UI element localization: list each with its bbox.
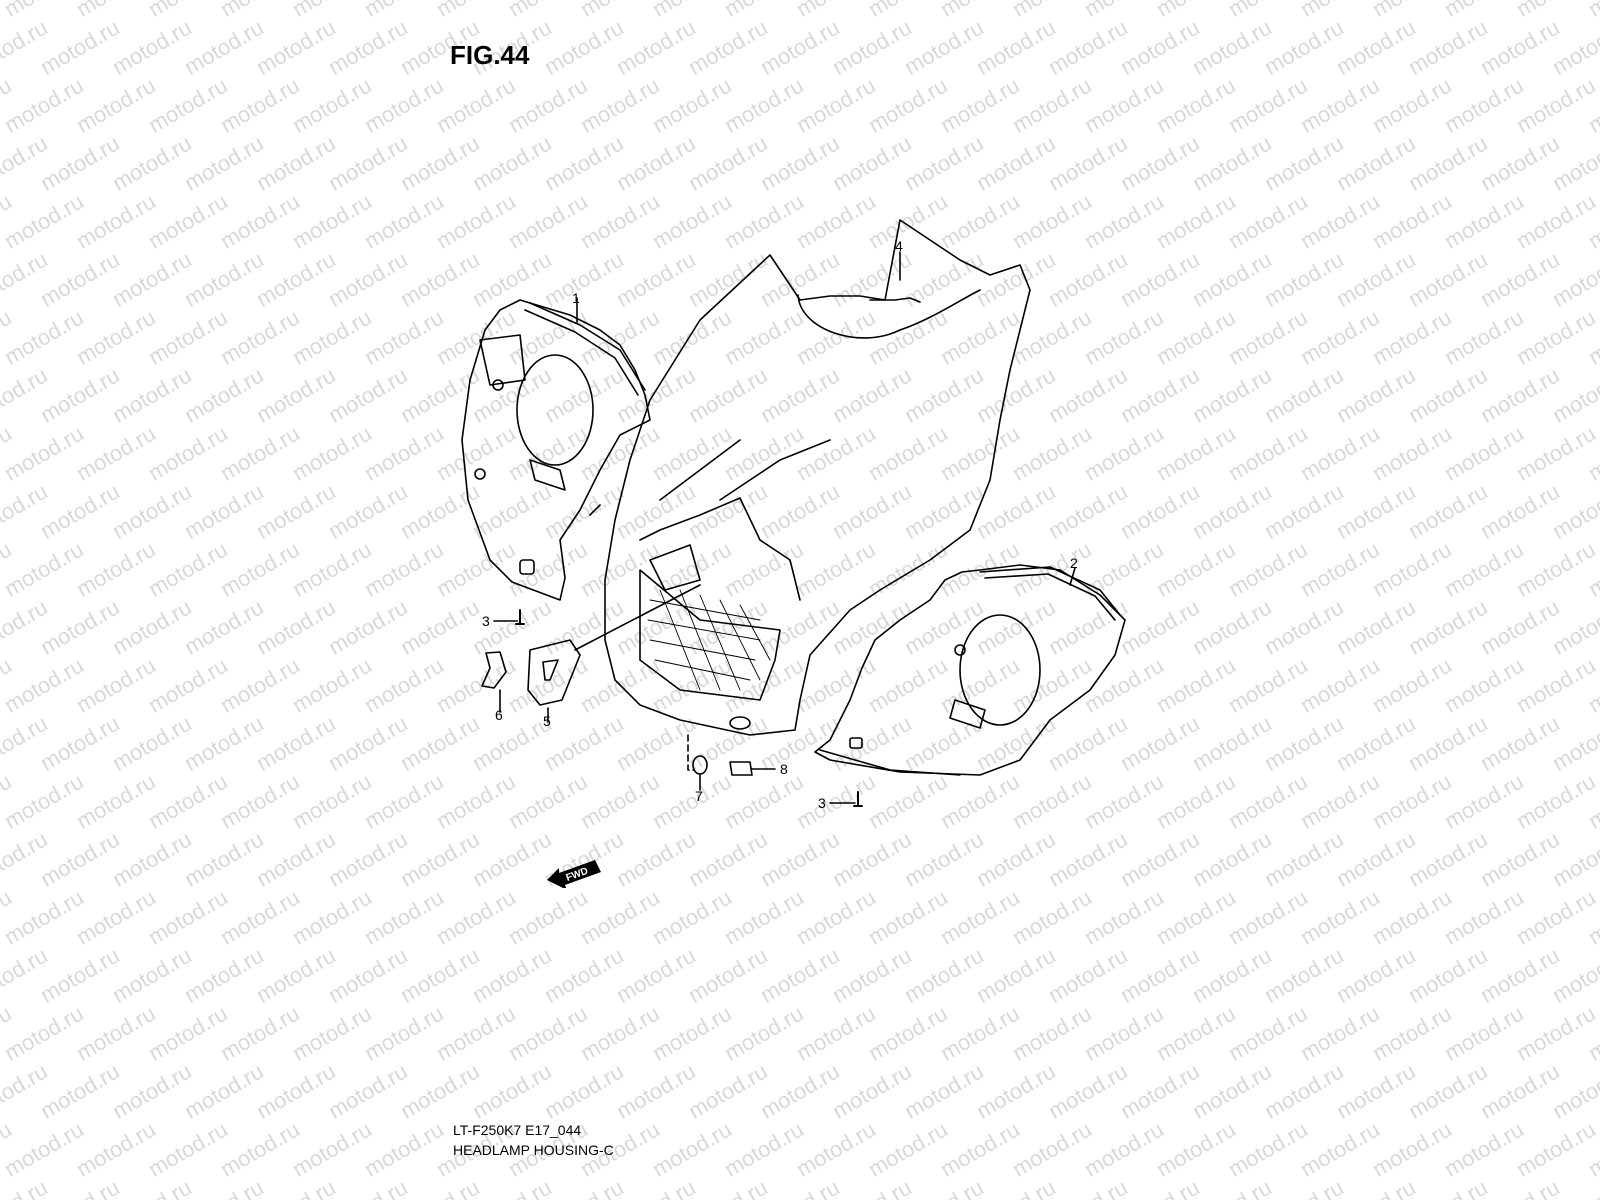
callout-5: 5 — [543, 713, 551, 729]
figure-footer: LT-F250K7 E17_044 HEADLAMP HOUSING-C — [453, 1120, 614, 1160]
callout-4: 4 — [895, 238, 903, 254]
section-name: HEADLAMP HOUSING-C — [453, 1142, 614, 1158]
front-cover — [604, 219, 1031, 736]
callout-8: 8 — [780, 761, 788, 777]
headlamp-housing-right — [814, 564, 1126, 776]
model-code: LT-F250K7 E17_044 — [453, 1122, 582, 1138]
forward-direction-indicator: FWD — [545, 858, 605, 893]
svg-text:FWD: FWD — [565, 866, 590, 884]
callout-3-left: 3 — [482, 613, 490, 629]
callout-3-right: 3 — [818, 795, 826, 811]
callout-7: 7 — [695, 788, 703, 804]
callout-1: 1 — [572, 290, 580, 306]
headlamp-housing-left — [461, 299, 651, 601]
figure-title: FIG.44 — [450, 40, 530, 70]
callout-6: 6 — [495, 707, 503, 723]
small-parts — [481, 251, 1076, 807]
callout-2: 2 — [1070, 555, 1078, 571]
arrow-left-icon: FWD — [547, 860, 601, 890]
